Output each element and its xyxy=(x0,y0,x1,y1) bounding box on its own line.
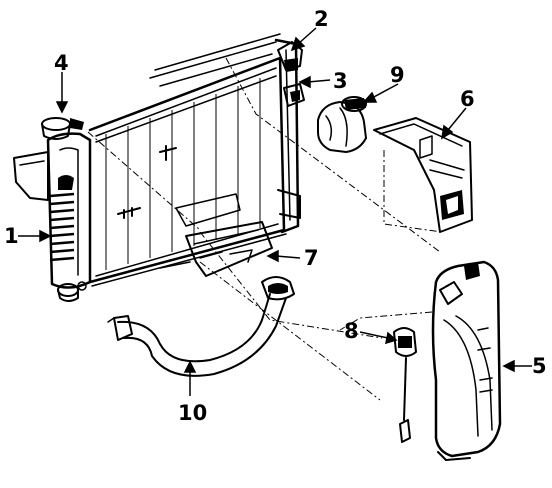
callout-8: 8 xyxy=(344,319,359,343)
callout-10: 10 xyxy=(178,401,207,425)
callout-6: 6 xyxy=(460,87,475,111)
level-sensor xyxy=(393,327,417,443)
callout-7: 7 xyxy=(304,246,319,270)
reservoir-bracket xyxy=(373,117,473,233)
callout-3: 3 xyxy=(333,69,348,93)
reference-lines xyxy=(87,57,443,401)
callout-9: 9 xyxy=(390,63,405,87)
callout-1: 1 xyxy=(4,224,19,248)
callout-2: 2 xyxy=(314,7,329,31)
lower-hose xyxy=(107,276,295,377)
radiator-cap xyxy=(41,117,84,140)
upper-hose xyxy=(317,96,367,153)
air-deflector xyxy=(175,193,273,277)
drain-plug xyxy=(57,281,87,302)
callout-leaders xyxy=(18,27,532,396)
callout-5: 5 xyxy=(532,354,547,378)
coolant-reservoir xyxy=(431,260,502,461)
radiator xyxy=(13,33,301,289)
upper-fittings xyxy=(277,41,305,107)
callout-4: 4 xyxy=(54,51,69,75)
